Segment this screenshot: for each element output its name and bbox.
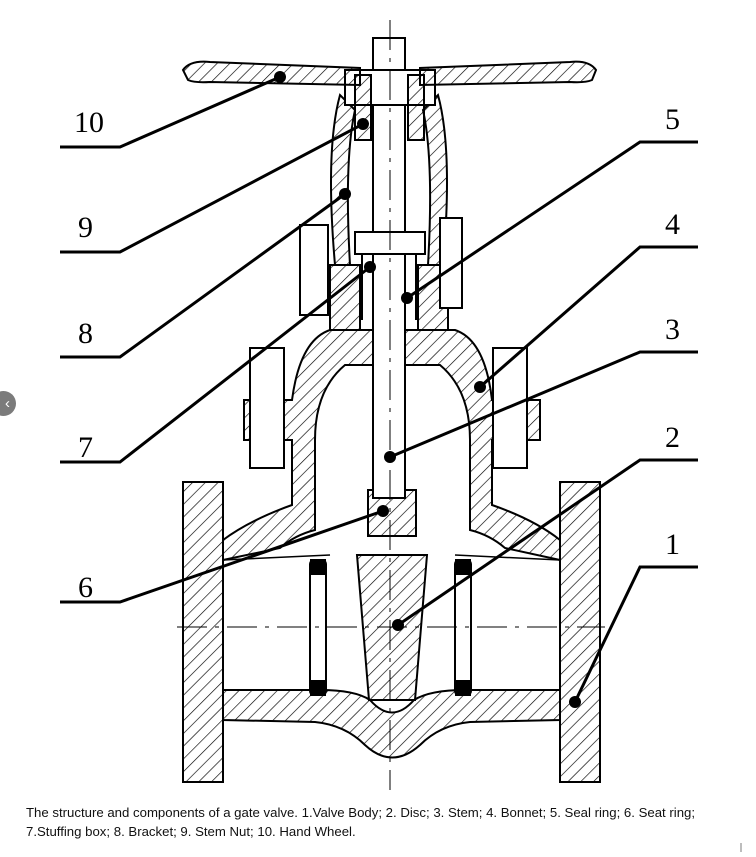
leader-line-8: [60, 192, 346, 359]
bolts: [249, 217, 528, 469]
leader-dot-8: [339, 188, 351, 200]
callout-6: 6: [78, 571, 93, 604]
valve-drawing: [177, 20, 605, 790]
figure-caption: The structure and components of a gate v…: [26, 805, 696, 839]
seat-rings-part: [309, 559, 472, 696]
leader-dot-3: [384, 451, 396, 463]
leader-dot-10: [274, 71, 286, 83]
leader-line-9: [60, 122, 364, 254]
callout-3: 3: [665, 313, 680, 346]
stem-part: [372, 37, 406, 499]
callout-7: 7: [78, 431, 93, 464]
callout-4: 4: [665, 208, 680, 241]
leader-line-10: [60, 75, 281, 149]
leader-dot-7: [364, 261, 376, 273]
leader-dots: [274, 71, 581, 708]
gate-valve-diagram: 1 2 3 4 5 6 7 8 9 10: [60, 20, 698, 790]
leader-dot-9: [357, 118, 369, 130]
scrollbar-mark: [740, 843, 742, 852]
leader-line-3: [389, 350, 698, 459]
hand-wheel-part: [181, 60, 598, 87]
bracket-part: [330, 93, 448, 266]
leader-line-7: [60, 265, 371, 464]
leader-dot-4: [474, 381, 486, 393]
leader-line-1: [573, 565, 698, 703]
leader-line-2: [397, 458, 698, 627]
callout-8: 8: [78, 317, 93, 350]
leader-dot-5: [401, 292, 413, 304]
callout-5: 5: [665, 103, 680, 136]
callout-9: 9: [78, 211, 93, 244]
callout-labels: 1 2 3 4 5 6 7 8 9 10: [74, 103, 680, 604]
leader-line-4: [479, 245, 698, 389]
leader-dot-1: [569, 696, 581, 708]
callout-10: 10: [74, 106, 104, 139]
callout-2: 2: [665, 421, 680, 454]
leader-line-5: [406, 140, 698, 300]
chevron-left-icon[interactable]: ‹: [0, 391, 16, 416]
leader-dot-2: [392, 619, 404, 631]
leader-dot-6: [377, 505, 389, 517]
callout-1: 1: [665, 528, 680, 561]
leader-lines: [60, 75, 698, 703]
leader-line-6: [60, 509, 384, 604]
